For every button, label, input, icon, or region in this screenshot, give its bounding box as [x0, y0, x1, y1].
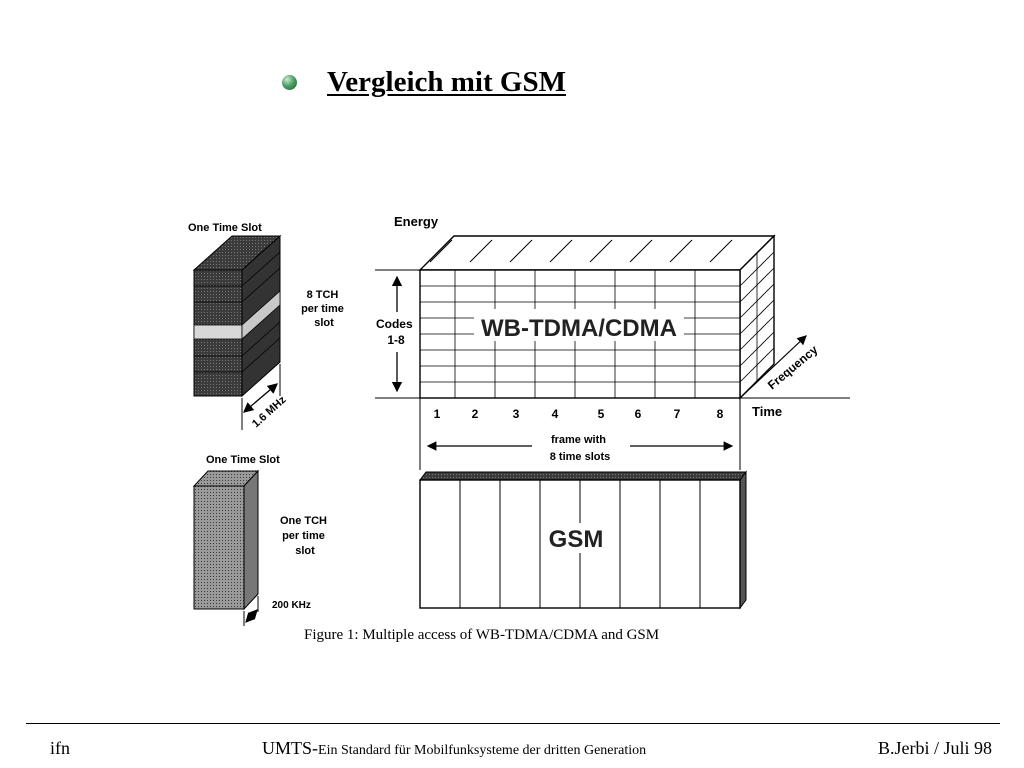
wb-tdma-cdma-label: WB-TDMA/CDMA: [481, 315, 677, 342]
multiple-access-figure: One Time Slot 8 TCH per time slot 1.6 MH…: [188, 214, 850, 626]
svg-text:6: 6: [635, 407, 642, 421]
wb-tch-label: 8 TCH per time slot: [301, 289, 347, 329]
footer-center-sub: Ein Standard für Mobilfunksysteme der dr…: [318, 743, 647, 758]
footer-center-main: UMTS-: [262, 738, 319, 758]
slot-numbers: 1 2 3 4 5 6 7 8: [434, 407, 724, 421]
gsm-slot-label: One Time Slot: [206, 454, 280, 466]
svg-text:4: 4: [552, 407, 559, 421]
footer-right: B.Jerbi / Juli 98: [877, 738, 992, 758]
footer-center: UMTS-Ein Standard für Mobilfunksysteme d…: [262, 738, 646, 759]
gsm-bandwidth-label: 200 KHz: [272, 600, 311, 611]
svg-text:1: 1: [434, 407, 441, 421]
wb-bandwidth-label: 1.6 MHz: [250, 394, 289, 431]
svg-text:7: 7: [674, 407, 681, 421]
top-face-hatching: [429, 239, 733, 263]
svg-text:8: 8: [717, 407, 724, 421]
svg-text:5: 5: [598, 407, 605, 421]
time-label: Time: [752, 404, 782, 419]
figure-caption: Figure 1: Multiple access of WB-TDMA/CDM…: [304, 627, 660, 643]
gsm-block: GSM: [419, 470, 747, 610]
footer-left: ifn: [50, 738, 70, 758]
bullet-icon: [282, 75, 297, 90]
energy-label: Energy: [394, 214, 439, 229]
codes-label: Codes 1-8: [376, 317, 416, 347]
slide-title: Vergleich mit GSM: [327, 66, 566, 98]
svg-text:3: 3: [513, 407, 520, 421]
wb-tdma-cdma-block: Energy: [375, 214, 850, 470]
footer-divider: [26, 723, 1000, 724]
wb-slot-block: One Time Slot 8 TCH per time slot 1.6 MH…: [188, 222, 347, 431]
gsm-tch-label: One TCH per time slot: [280, 515, 330, 557]
gsm-slot-block: One Time Slot One TCH per time slot 200 …: [192, 454, 330, 626]
front-face-grid: [420, 270, 740, 398]
svg-text:2: 2: [472, 407, 479, 421]
wb-slot-label: One Time Slot: [188, 222, 262, 234]
gsm-label: GSM: [549, 526, 604, 553]
frame-label: frame with 8 time slots: [550, 434, 611, 463]
